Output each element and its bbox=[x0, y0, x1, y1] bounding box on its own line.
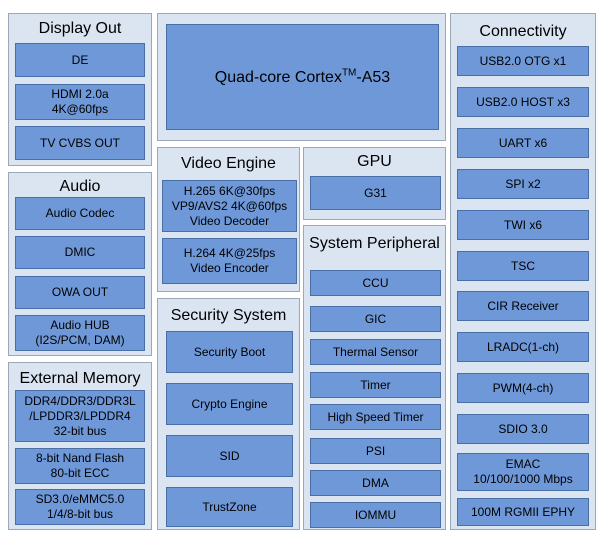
nand-flash-block: 8-bit Nand Flash 80-bit ECC bbox=[15, 448, 145, 484]
connectivity-title: Connectivity bbox=[479, 23, 567, 40]
usb-otg-block: USB2.0 OTG x1 bbox=[457, 46, 589, 76]
tv-cvbs-out-block: TV CVBS OUT bbox=[15, 126, 145, 160]
external-memory-panel: External Memory DDR4/DDR3/DDR3L /LPDDR3/… bbox=[8, 362, 152, 530]
psi-block: PSI bbox=[310, 438, 441, 464]
tsc-block: TSC bbox=[457, 251, 589, 281]
security-boot-block: Security Boot bbox=[166, 331, 293, 373]
rgmii-ephy-block: 100M RGMII EPHY bbox=[457, 498, 589, 526]
thermal-sensor-block: Thermal Sensor bbox=[310, 339, 441, 365]
dmic-block: DMIC bbox=[15, 236, 145, 269]
video-engine-panel: Video Engine H.265 6K@30fps VP9/AVS2 4K@… bbox=[157, 147, 300, 292]
cpu-block: Quad-core CortexTM-A53 bbox=[166, 24, 439, 130]
owa-out-block: OWA OUT bbox=[15, 276, 145, 309]
emac-block: EMAC 10/100/1000 Mbps bbox=[457, 453, 589, 491]
audio-hub-block: Audio HUB (I2S/PCM, DAM) bbox=[15, 315, 145, 351]
de-block: DE bbox=[15, 43, 145, 77]
g31-block: G31 bbox=[310, 176, 441, 210]
system-peripheral-title: System Peripheral bbox=[309, 235, 440, 252]
video-decoder-block: H.265 6K@30fps VP9/AVS2 4K@60fps Video D… bbox=[162, 180, 297, 232]
audio-title: Audio bbox=[59, 178, 101, 195]
sdio-block: SDIO 3.0 bbox=[457, 414, 589, 444]
sid-block: SID bbox=[166, 435, 293, 477]
video-engine-title: Video Engine bbox=[181, 155, 276, 172]
system-peripheral-panel: System Peripheral CCU GIC Thermal Sensor… bbox=[303, 225, 446, 530]
dram-block: DDR4/DDR3/DDR3L /LPDDR3/LPDDR4 32-bit bu… bbox=[15, 390, 145, 442]
gpu-title: GPU bbox=[357, 153, 392, 170]
display-out-title: Display Out bbox=[38, 20, 122, 37]
hdmi-block: HDMI 2.0a 4K@60fps bbox=[15, 84, 145, 120]
sd-emmc-block: SD3.0/eMMC5.0 1/4/8-bit bus bbox=[15, 489, 145, 525]
video-encoder-block: H.264 4K@25fps Video Encoder bbox=[162, 238, 297, 284]
cpu-label: Quad-core CortexTM-A53 bbox=[214, 67, 391, 86]
audio-codec-block: Audio Codec bbox=[15, 197, 145, 230]
security-system-title: Security System bbox=[170, 307, 287, 324]
usb-host-block: USB2.0 HOST x3 bbox=[457, 87, 589, 117]
audio-panel: Audio Audio Codec DMIC OWA OUT Audio HUB… bbox=[8, 172, 152, 356]
security-system-panel: Security System Security Boot Crypto Eng… bbox=[157, 298, 300, 530]
twi-block: TWI x6 bbox=[457, 210, 589, 240]
cpu-panel: Quad-core CortexTM-A53 bbox=[157, 13, 446, 141]
crypto-engine-block: Crypto Engine bbox=[166, 383, 293, 425]
connectivity-panel: Connectivity USB2.0 OTG x1 USB2.0 HOST x… bbox=[450, 13, 596, 530]
pwm-block: PWM(4-ch) bbox=[457, 373, 589, 403]
trustzone-block: TrustZone bbox=[166, 487, 293, 527]
gpu-panel: GPU G31 bbox=[303, 147, 446, 220]
iommu-block: IOMMU bbox=[310, 502, 441, 528]
lradc-block: LRADC(1-ch) bbox=[457, 332, 589, 362]
uart-block: UART x6 bbox=[457, 128, 589, 158]
high-speed-timer-block: High Speed Timer bbox=[310, 404, 441, 430]
display-out-panel: Display Out DE HDMI 2.0a 4K@60fps TV CVB… bbox=[8, 13, 152, 166]
gic-block: GIC bbox=[310, 306, 441, 332]
ccu-block: CCU bbox=[310, 270, 441, 296]
cir-receiver-block: CIR Receiver bbox=[457, 291, 589, 321]
timer-block: Timer bbox=[310, 372, 441, 398]
spi-block: SPI x2 bbox=[457, 169, 589, 199]
external-memory-title: External Memory bbox=[19, 370, 141, 387]
dma-block: DMA bbox=[310, 470, 441, 496]
